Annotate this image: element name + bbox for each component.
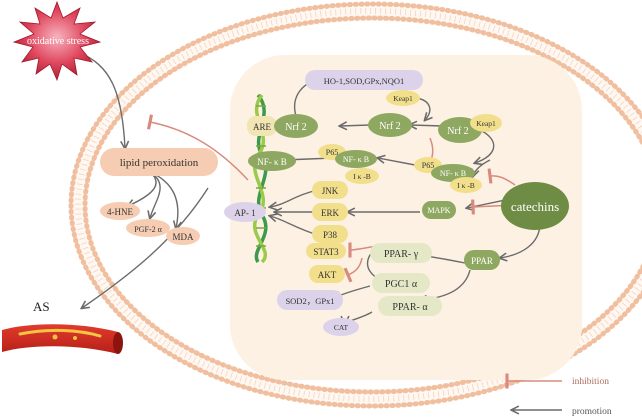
catechins-label: catechins bbox=[511, 199, 559, 214]
nrf2-keap1-complex: Nrf 2 Keap1 bbox=[438, 114, 502, 143]
inhibition-legend-label: inhibition bbox=[572, 377, 609, 387]
nfkb-label-right: NF- κ B bbox=[440, 169, 466, 178]
p38-node: P38 bbox=[312, 225, 348, 243]
mda-node: MDA bbox=[166, 227, 200, 245]
p65-label-right: P65 bbox=[422, 161, 434, 170]
ap1-node: AP- 1 bbox=[224, 202, 266, 222]
ho1-node: HO-1,SOD,GPx,NQO1 bbox=[305, 70, 423, 90]
nrf2-node-free: Nrf 2 bbox=[368, 113, 412, 137]
keap1-label-free: Keap1 bbox=[393, 94, 413, 103]
p38-label: P38 bbox=[323, 230, 338, 240]
stat3-label: STAT3 bbox=[313, 247, 339, 257]
ppar-node: PPAR bbox=[464, 250, 500, 270]
sod2-node: SOD2，GPx1 bbox=[277, 290, 343, 310]
pgc1a-label: PGC1 α bbox=[385, 279, 418, 290]
jnk-label: JNK bbox=[322, 186, 339, 196]
erk-label: ERK bbox=[321, 208, 340, 218]
ap1-label: AP- 1 bbox=[234, 208, 255, 218]
mda-label: MDA bbox=[172, 232, 194, 242]
akt-node: AKT bbox=[309, 265, 345, 283]
sod2-label: SOD2，GPx1 bbox=[285, 296, 334, 306]
cat-label: CAT bbox=[334, 323, 349, 332]
ho1-label: HO-1,SOD,GPx,NQO1 bbox=[324, 76, 405, 86]
pgf-label: PGF-2 α bbox=[134, 225, 162, 234]
ppar-gamma-node: PPAR- γ bbox=[370, 243, 432, 263]
cat-node: CAT bbox=[323, 318, 359, 336]
p65-label-middle: P65 bbox=[326, 148, 338, 157]
nrf2-label-free: Nrf 2 bbox=[379, 121, 400, 132]
pgc1a-node: PGC1 α bbox=[372, 273, 430, 293]
keap1-label-complex: Keap1 bbox=[476, 119, 496, 128]
pgf-node: PGF-2 α bbox=[126, 219, 170, 237]
nfkb-dna-node: NF- κ B bbox=[248, 151, 296, 171]
hne-label: 4-HNE bbox=[107, 207, 133, 217]
erk-node: ERK bbox=[312, 203, 348, 221]
are-node: ARE bbox=[247, 116, 277, 136]
ikb-label-middle: I κ -B bbox=[353, 172, 371, 181]
mapk-label: MAPK bbox=[427, 206, 450, 215]
as-label: AS bbox=[33, 299, 50, 314]
ikb-label-right: I κ -B bbox=[457, 181, 475, 190]
nfkb-complex-middle: P65 NF- κ B I κ -B bbox=[318, 144, 379, 184]
keap1-node-free: Keap1 bbox=[386, 90, 420, 106]
promotion-legend-label: promotion bbox=[572, 407, 612, 417]
nfkb-dna-label: NF- κ B bbox=[257, 157, 287, 167]
stat3-node: STAT3 bbox=[306, 243, 346, 259]
nrf2-label-nucleus: Nrf 2 bbox=[285, 122, 306, 133]
mapk-node: MAPK bbox=[422, 201, 456, 219]
jnk-node: JNK bbox=[312, 181, 348, 199]
are-label: ARE bbox=[253, 122, 272, 132]
akt-label: AKT bbox=[318, 270, 337, 280]
lipid-peroxidation-node: lipid peroxidation bbox=[100, 148, 218, 176]
nfkb-complex-right: P65 NF- κ B I κ -B bbox=[414, 157, 482, 193]
hne-node: 4-HNE bbox=[100, 202, 140, 220]
ppar-alpha-label: PPAR- α bbox=[392, 302, 428, 313]
oxidative-stress-node: oxidative stress bbox=[12, 0, 102, 82]
oxidative-stress-label: oxidative stress bbox=[27, 36, 89, 47]
nfkb-label-middle: NF- κ B bbox=[343, 155, 369, 164]
ppar-label: PPAR bbox=[471, 256, 493, 266]
lipid-peroxidation-label: lipid peroxidation bbox=[120, 157, 199, 169]
nrf2-label-complex: Nrf 2 bbox=[447, 126, 468, 137]
legend: inhibition promotion bbox=[505, 373, 612, 417]
blood-vessel-icon bbox=[2, 324, 123, 354]
ppar-gamma-label: PPAR- γ bbox=[384, 249, 419, 260]
catechins-node: catechins bbox=[501, 182, 569, 230]
ppar-alpha-node: PPAR- α bbox=[378, 296, 442, 316]
nrf2-node-nucleus: Nrf 2 bbox=[274, 114, 318, 138]
